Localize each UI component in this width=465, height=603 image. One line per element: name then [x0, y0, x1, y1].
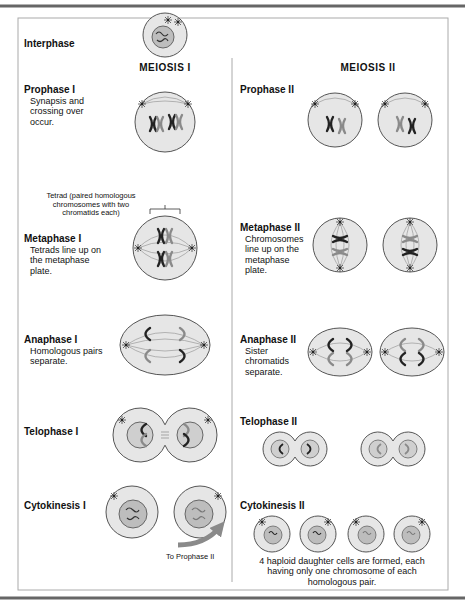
tetrad-label: Tetrad (paired homologous chromosomes wi…: [36, 192, 146, 218]
continue-arrow: [178, 527, 220, 545]
arrow-label: To Prophase II: [166, 553, 214, 562]
stage-label: Anaphase II: [240, 334, 296, 346]
stage-label: Anaphase I: [24, 334, 77, 346]
stage-label: Prophase I: [24, 84, 75, 96]
metaphase-one-cell: [133, 216, 197, 280]
stage-description: Sister chromatids separate.: [245, 346, 305, 377]
telophase-one-cell: [113, 408, 217, 462]
frame-box: [18, 18, 448, 590]
column-heading: MEIOSIS I: [105, 62, 225, 74]
stage-label: Telophase II: [240, 416, 297, 428]
column-heading: MEIOSIS II: [308, 62, 428, 74]
stage-description: Synapsis and crossing over occur.: [30, 96, 104, 127]
stage-label: Cytokinesis II: [240, 500, 304, 512]
frame-rule: [0, 597, 465, 600]
prophase-one-cell: [135, 92, 195, 152]
stage-label: Metaphase II: [240, 222, 300, 234]
stage-description: Chromosomes line up on the metaphase pla…: [245, 234, 307, 275]
stage-label: Prophase II: [240, 84, 294, 96]
stage-description: Homologous pairs separate.: [30, 346, 106, 367]
cytokinesis-one-cells: [106, 486, 226, 538]
anaphase-one-cell: [120, 315, 210, 375]
stage-label: Metaphase I: [24, 233, 81, 245]
stage-description: Tetrads line up on the metaphase plate.: [30, 245, 110, 276]
daughter-cells: [254, 516, 430, 552]
anaphase-two-cells: [308, 328, 444, 376]
metaphase-two-cells: [313, 218, 437, 272]
stage-label: Interphase: [24, 38, 75, 50]
tetrad-bracket: [150, 205, 180, 214]
stage-label: Cytokinesis I: [24, 500, 86, 512]
stage-label: Telophase I: [24, 426, 78, 438]
summary-note: 4 haploid daughter cells are formed, eac…: [247, 556, 437, 587]
column-divider: [232, 58, 233, 582]
telophase-two-cells: [263, 432, 425, 466]
prophase-two-cells: [308, 93, 432, 147]
frame-rule: [0, 5, 465, 8]
interphase-cell: [143, 13, 187, 57]
